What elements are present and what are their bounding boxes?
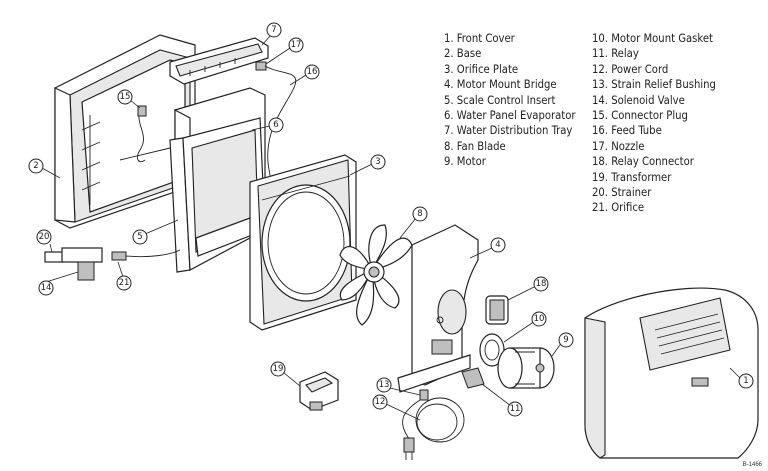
legend-item: 21. Orifice — [592, 201, 645, 215]
callout-13: 13 — [376, 377, 392, 393]
svg-text:19: 19 — [273, 364, 284, 374]
legend-item: 19. Transformer — [592, 170, 672, 184]
callout-12: 12 — [372, 394, 388, 410]
legend-item: 10. Motor Mount Gasket — [592, 32, 713, 45]
svg-text:11: 11 — [510, 404, 521, 414]
svg-text:9: 9 — [563, 335, 568, 345]
svg-text:15: 15 — [120, 92, 131, 102]
legend-item: 16. Feed Tube — [592, 124, 662, 138]
svg-text:5: 5 — [137, 232, 142, 242]
part-connector-plug — [137, 105, 147, 163]
leader-lines — [41, 33, 741, 421]
legend-item: 2. Base — [444, 47, 482, 61]
callout-15: 15 — [117, 89, 133, 105]
callout-7: 7 — [266, 22, 282, 38]
legend-item: 14. Solenoid Valve — [592, 93, 685, 107]
svg-text:18: 18 — [536, 279, 547, 289]
legend-item: 1. Front Cover — [444, 32, 515, 45]
legend-item: 4. Motor Mount Bridge — [444, 78, 557, 92]
callout-9: 9 — [558, 332, 574, 348]
parts-legend-right: 10. Motor Mount Gasket 11. Relay 12. Pow… — [592, 31, 716, 216]
callout-11: 11 — [507, 401, 523, 417]
part-relay-connector — [485, 295, 509, 325]
legend-item: 17. Nozzle — [592, 139, 645, 153]
svg-text:17: 17 — [291, 40, 302, 50]
part-motor — [497, 347, 555, 389]
part-power-cord — [402, 389, 465, 460]
legend-item: 12. Power Cord — [592, 62, 669, 76]
callout-16: 16 — [304, 64, 320, 80]
legend-item: 7. Water Distribution Tray — [444, 124, 573, 138]
drawing-reference: B-1466 — [742, 462, 762, 468]
legend-item: 8. Fan Blade — [444, 139, 506, 153]
part-transformer — [299, 371, 339, 411]
legend-item: 18. Relay Connector — [592, 155, 694, 169]
svg-text:8: 8 — [417, 209, 422, 219]
callout-17: 17 — [288, 37, 304, 53]
svg-text:20: 20 — [39, 232, 50, 242]
part-scale-control-insert — [169, 117, 266, 273]
callout-18: 18 — [533, 276, 549, 292]
legend-item: 13. Strain Relief Bushing — [592, 78, 716, 92]
callout-8: 8 — [412, 206, 428, 222]
part-motor-mount-bridge — [397, 224, 479, 393]
callout-20: 20 — [36, 229, 52, 245]
callout-6: 6 — [268, 117, 284, 133]
part-water-distribution-tray — [169, 37, 269, 85]
svg-text:1: 1 — [743, 376, 748, 386]
svg-text:10: 10 — [534, 314, 545, 324]
callout-2: 2 — [28, 158, 44, 174]
svg-text:16: 16 — [307, 67, 318, 77]
part-solenoid-valve — [44, 247, 181, 281]
callout-19: 19 — [270, 361, 286, 377]
svg-text:4: 4 — [495, 240, 500, 250]
callout-4: 4 — [490, 237, 506, 253]
legend-item: 11. Relay — [592, 47, 639, 61]
svg-text:7: 7 — [271, 25, 276, 35]
legend-item: 5. Scale Control Insert — [444, 93, 556, 107]
callout-5: 5 — [132, 229, 148, 245]
svg-text:12: 12 — [375, 397, 386, 407]
part-relay — [461, 367, 485, 389]
callout-21: 21 — [116, 275, 132, 291]
legend-item: 15. Connector Plug — [592, 109, 688, 123]
parts-legend-left: 1. Front Cover 2. Base 3. Orifice Plate … — [444, 31, 576, 170]
legend-item: 6. Water Panel Evaporator — [444, 109, 576, 123]
legend-item: 20. Strainer — [592, 186, 652, 200]
part-orifice-plate — [249, 154, 357, 331]
svg-text:2: 2 — [33, 161, 38, 171]
svg-text:14: 14 — [41, 283, 52, 293]
callout-14: 14 — [38, 280, 54, 296]
legend-item: 3. Orifice Plate — [444, 62, 519, 76]
part-nozzle-feed-tube — [255, 61, 297, 191]
svg-text:13: 13 — [379, 380, 390, 390]
legend-item: 9. Motor — [444, 155, 486, 169]
callout-10: 10 — [531, 311, 547, 327]
part-fan-blade — [339, 224, 413, 326]
part-base — [54, 34, 196, 229]
svg-text:3: 3 — [375, 157, 380, 167]
part-front-cover — [584, 287, 759, 459]
svg-text:6: 6 — [273, 120, 278, 130]
callout-3: 3 — [370, 154, 386, 170]
callout-1: 1 — [738, 373, 754, 389]
svg-text:21: 21 — [119, 278, 130, 288]
